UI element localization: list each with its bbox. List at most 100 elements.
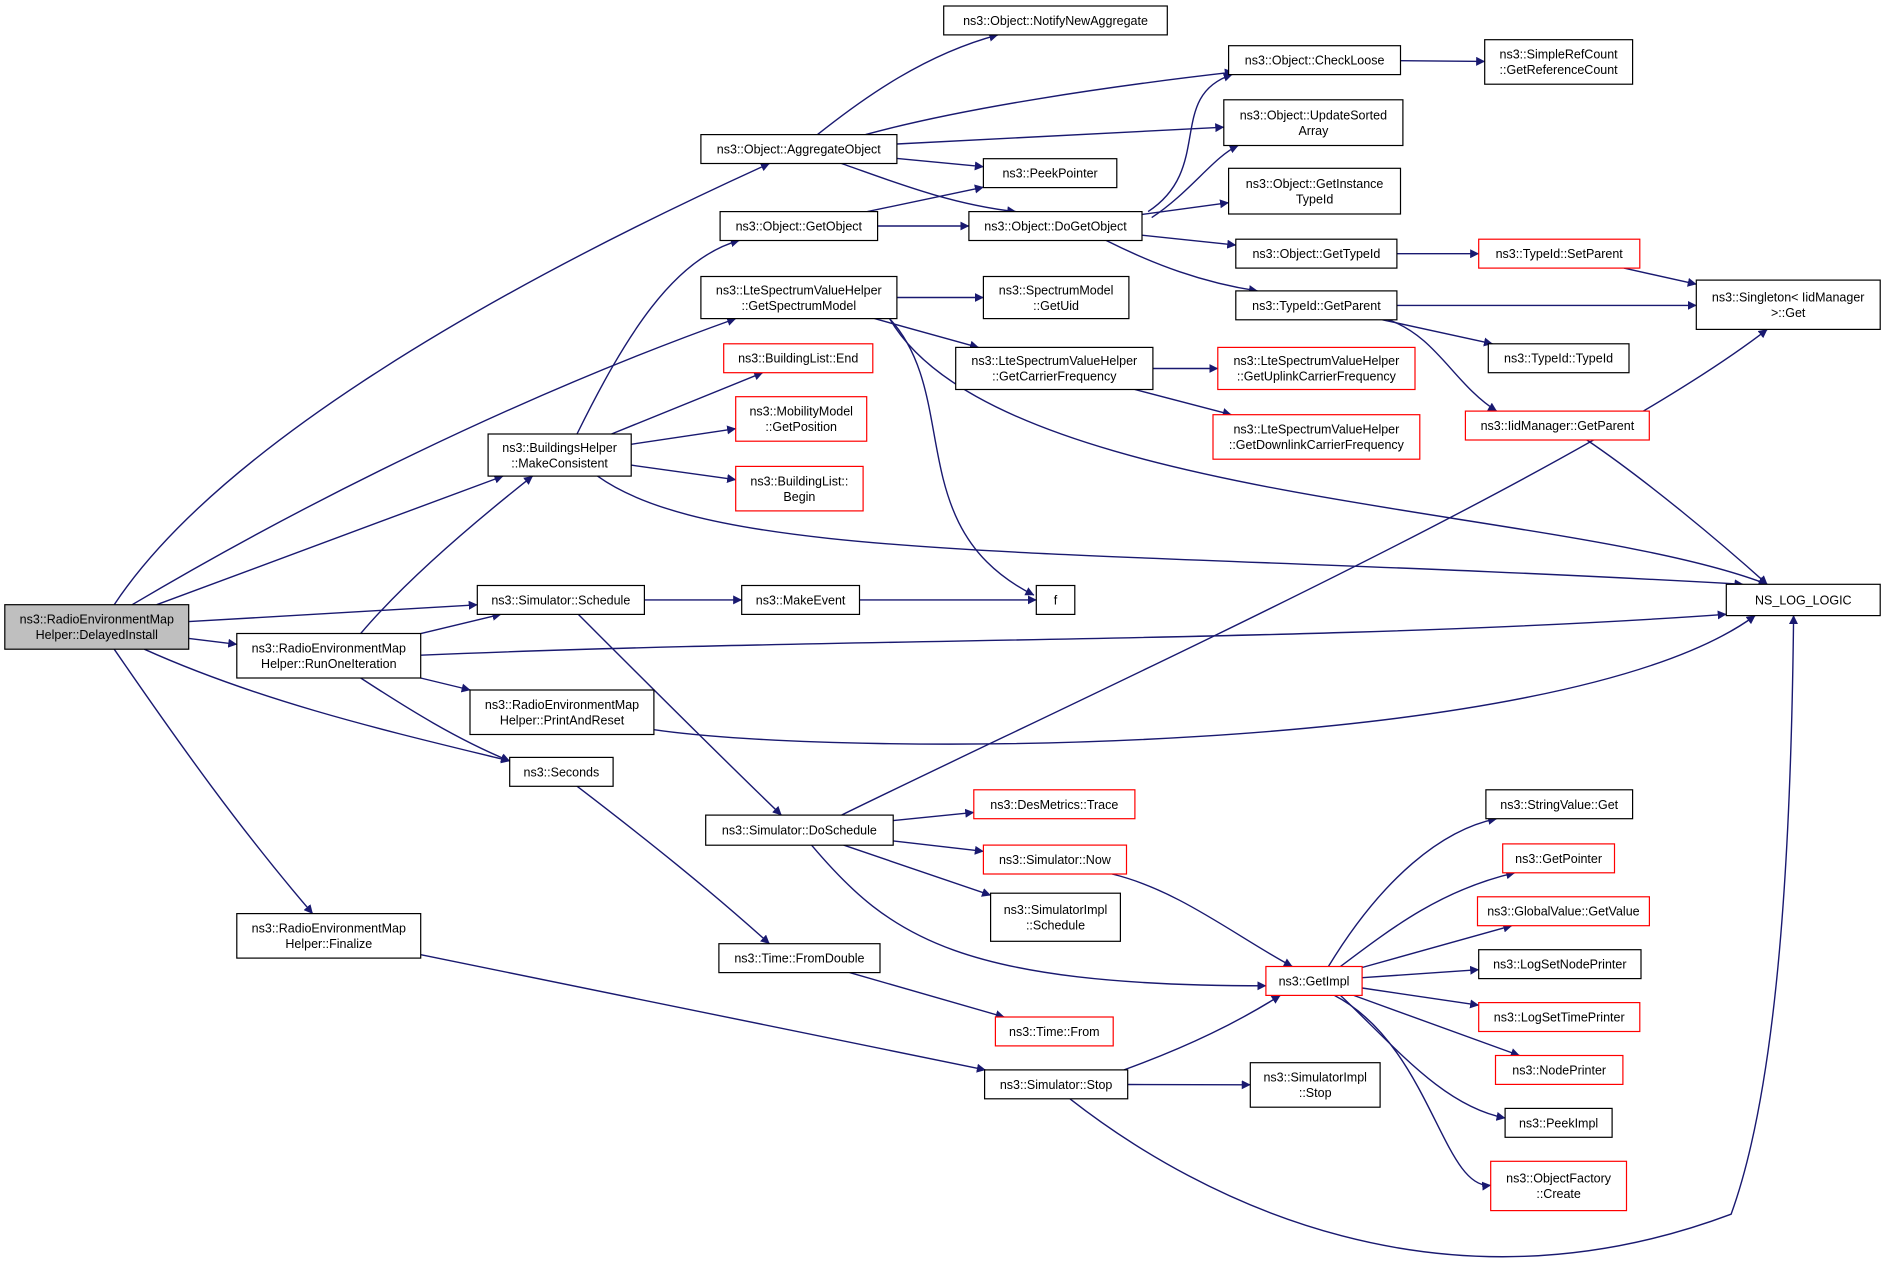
node-label-line: ns3::Time::FromDouble: [734, 952, 864, 966]
node-get-carrier-frequency[interactable]: ns3::LteSpectrumValueHelper::GetCarrierF…: [955, 346, 1154, 391]
node-label-line: ns3::TypeId::TypeId: [1504, 352, 1613, 366]
node-set-parent[interactable]: ns3::TypeId::SetParent: [1478, 238, 1641, 269]
node-simulator-impl-stop[interactable]: ns3::SimulatorImpl::Stop: [1249, 1062, 1381, 1108]
node-des-metrics-trace[interactable]: ns3::DesMetrics::Trace: [973, 789, 1136, 820]
node-peek-pointer[interactable]: ns3::PeekPointer: [982, 158, 1118, 189]
node-simulator-impl-schedule[interactable]: ns3::SimulatorImpl::Schedule: [989, 892, 1121, 942]
node-label-line: ns3::Object::GetObject: [736, 220, 863, 234]
edge-make-consistent-to-get-object: [576, 238, 740, 435]
node-label-line: ns3::LteSpectrumValueHelper: [1233, 354, 1399, 368]
edge-get-impl-to-global-value-get-value: [1361, 923, 1513, 969]
node-ns-log-logic[interactable]: NS_LOG_LOGIC: [1725, 583, 1881, 617]
node-get-reference-count[interactable]: ns3::SimpleRefCount::GetReferenceCount: [1484, 39, 1634, 85]
node-box: [1223, 99, 1404, 147]
node-get-uplink-carrier[interactable]: ns3::LteSpectrumValueHelper::GetUplinkCa…: [1217, 346, 1416, 391]
edge-simulator-stop-to-ns-log-logic: [1069, 615, 1799, 1258]
node-check-loose[interactable]: ns3::Object::CheckLoose: [1227, 45, 1402, 76]
edges-layer: [113, 32, 1799, 1258]
node-seconds[interactable]: ns3::Seconds: [509, 756, 614, 787]
node-delayed-install[interactable]: ns3::RadioEnvironmentMapHelper::DelayedI…: [4, 604, 190, 650]
node-spectrum-get-uid[interactable]: ns3::SpectrumModel::GetUid: [982, 275, 1130, 320]
node-time-from[interactable]: ns3::Time::From: [994, 1016, 1114, 1047]
node-do-get-object[interactable]: ns3::Object::DoGetObject: [968, 211, 1143, 242]
node-box: [469, 689, 655, 736]
edge-aggregate-object-to-notify-new-aggregate: [817, 32, 999, 136]
node-get-pointer[interactable]: ns3::GetPointer: [1502, 843, 1616, 874]
node-label-line: Helper::Finalize: [285, 937, 372, 951]
node-label-line: ns3::BuildingList::End: [738, 352, 858, 366]
node-simulator-now[interactable]: ns3::Simulator::Now: [982, 844, 1128, 875]
node-singleton-get[interactable]: ns3::Singleton< IidManager>::Get: [1695, 279, 1881, 331]
node-box: [994, 1016, 1114, 1047]
node-aggregate-object[interactable]: ns3::Object::AggregateObject: [700, 134, 898, 165]
node-label-line: Helper::DelayedInstall: [36, 628, 158, 642]
node-node-printer[interactable]: ns3::NodePrinter: [1494, 1054, 1624, 1085]
node-box: [1502, 843, 1616, 874]
edge-print-and-reset-to-ns-log-logic: [653, 614, 1756, 745]
node-box: [700, 134, 898, 165]
node-label-line: ns3::Seconds: [524, 765, 600, 779]
edge-aggregate-object-to-update-sorted-array: [896, 123, 1225, 145]
node-label-line: ns3::RadioEnvironmentMap: [252, 642, 406, 656]
node-label-line: ns3::ObjectFactory: [1506, 1172, 1612, 1186]
node-get-spectrum-model[interactable]: ns3::LteSpectrumValueHelper::GetSpectrum…: [700, 275, 898, 320]
edge-do-get-object-to-check-loose: [1147, 72, 1233, 213]
node-get-downlink-carrier[interactable]: ns3::LteSpectrumValueHelper::GetDownlink…: [1212, 414, 1421, 460]
node-typeid-get-parent[interactable]: ns3::TypeId::GetParent: [1235, 290, 1398, 321]
node-log-set-time-printer[interactable]: ns3::LogSetTimePrinter: [1478, 1001, 1641, 1033]
node-building-list-begin[interactable]: ns3::BuildingList::Begin: [735, 465, 864, 512]
node-do-schedule[interactable]: ns3::Simulator::DoSchedule: [705, 814, 894, 846]
node-box: [1487, 343, 1630, 374]
node-box: [1485, 789, 1634, 820]
node-label-line: ns3::MobilityModel: [749, 405, 853, 419]
node-label-line: Helper::RunOneIteration: [261, 657, 397, 671]
node-label-line: ns3::PeekImpl: [1519, 1116, 1598, 1130]
node-box: [1490, 1160, 1628, 1212]
edge-make-consistent-to-mobility-get-position: [630, 425, 737, 445]
node-get-typeid[interactable]: ns3::Object::GetTypeId: [1235, 238, 1398, 269]
edge-do-schedule-to-simulator-now: [893, 840, 984, 855]
node-time-from-double[interactable]: ns3::Time::FromDouble: [718, 943, 881, 974]
node-label-line: ns3::RadioEnvironmentMap: [485, 698, 639, 712]
node-box: [723, 343, 874, 374]
edge-run-one-iteration-to-ns-log-logic: [420, 610, 1727, 656]
edge-get-impl-to-node-printer: [1353, 994, 1520, 1057]
node-peek-impl[interactable]: ns3::PeekImpl: [1504, 1107, 1613, 1138]
node-label-line: ns3::Simulator::Schedule: [491, 593, 630, 607]
node-label-line: ::GetSpectrumModel: [741, 299, 856, 313]
node-f[interactable]: f: [1035, 584, 1076, 615]
nodes-layer: ns3::RadioEnvironmentMap Helper::DelayedI…: [4, 5, 1881, 1212]
node-schedule[interactable]: ns3::Simulator::Schedule: [476, 584, 645, 615]
node-notify-new-aggregate[interactable]: ns3::Object::NotifyNewAggregate: [943, 5, 1168, 36]
node-global-value-get-value[interactable]: ns3::GlobalValue::GetValue: [1476, 896, 1650, 927]
node-make-event[interactable]: ns3::MakeEvent: [741, 584, 861, 615]
node-label-line: ns3::IidManager::GetParent: [1481, 419, 1635, 433]
node-string-value-get[interactable]: ns3::StringValue::Get: [1485, 789, 1634, 820]
node-label-line: ns3::StringValue::Get: [1500, 798, 1618, 812]
edge-do-schedule-to-des-metrics-trace: [893, 808, 975, 822]
node-label-line: ns3::LteSpectrumValueHelper: [1233, 423, 1399, 437]
node-iidmanager-get-parent[interactable]: ns3::IidManager::GetParent: [1464, 410, 1650, 441]
node-object-factory-create[interactable]: ns3::ObjectFactory::Create: [1490, 1160, 1628, 1212]
node-typeid-typeid[interactable]: ns3::TypeId::TypeId: [1487, 343, 1630, 374]
node-simulator-stop[interactable]: ns3::Simulator::Stop: [983, 1069, 1129, 1100]
node-label-line: ::Schedule: [1026, 919, 1085, 933]
node-box: [973, 789, 1136, 820]
node-mobility-get-position[interactable]: ns3::MobilityModel::GetPosition: [735, 396, 868, 442]
node-run-one-iteration[interactable]: ns3::RadioEnvironmentMapHelper::RunOneIt…: [236, 632, 422, 679]
node-log-set-node-printer[interactable]: ns3::LogSetNodePrinter: [1478, 949, 1642, 980]
node-box: [982, 844, 1128, 875]
node-get-impl[interactable]: ns3::GetImpl: [1265, 965, 1363, 996]
node-box: [982, 275, 1130, 320]
node-make-consistent[interactable]: ns3::BuildingsHelper::MakeConsistent: [487, 433, 632, 477]
node-print-and-reset[interactable]: ns3::RadioEnvironmentMapHelper::PrintAnd…: [469, 689, 655, 736]
node-building-list-end[interactable]: ns3::BuildingList::End: [723, 343, 874, 374]
edge-do-schedule-to-singleton-get: [841, 328, 1768, 816]
edge-get-spectrum-model-to-get-carrier-frequency: [874, 317, 979, 350]
edge-get-impl-to-log-set-time-printer: [1361, 987, 1480, 1009]
node-get-object[interactable]: ns3::Object::GetObject: [719, 211, 879, 242]
node-box: [4, 604, 190, 650]
